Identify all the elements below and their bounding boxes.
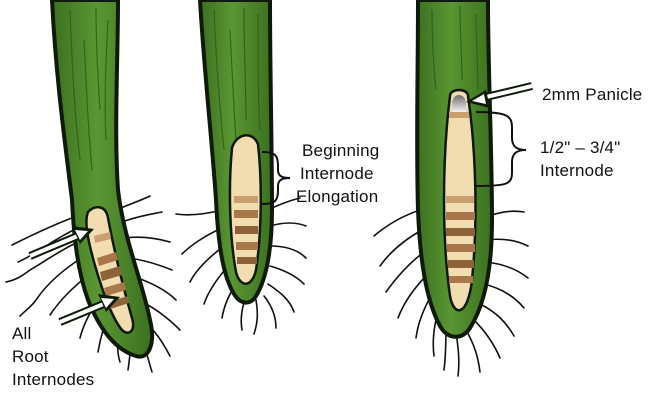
internode-column-2 <box>230 135 261 283</box>
stem-panicle <box>374 0 532 376</box>
label-length: 1/2" – 3/4" <box>540 137 620 158</box>
label-root: Root <box>12 346 49 367</box>
label-beginning: Beginning <box>302 140 379 161</box>
label-panicle: 2mm Panicle <box>542 84 642 105</box>
label-internode-length: Internode <box>540 160 614 181</box>
label-elongation: Elongation <box>296 186 378 207</box>
label-internode: Internode <box>300 163 374 184</box>
internode-column-3 <box>444 90 475 310</box>
label-all: All <box>12 323 32 344</box>
stem-all-root-internodes <box>6 0 180 372</box>
panicle-tip <box>452 95 466 112</box>
label-internodes: Internodes <box>12 369 94 390</box>
stem-beginning-elongation <box>176 0 306 334</box>
